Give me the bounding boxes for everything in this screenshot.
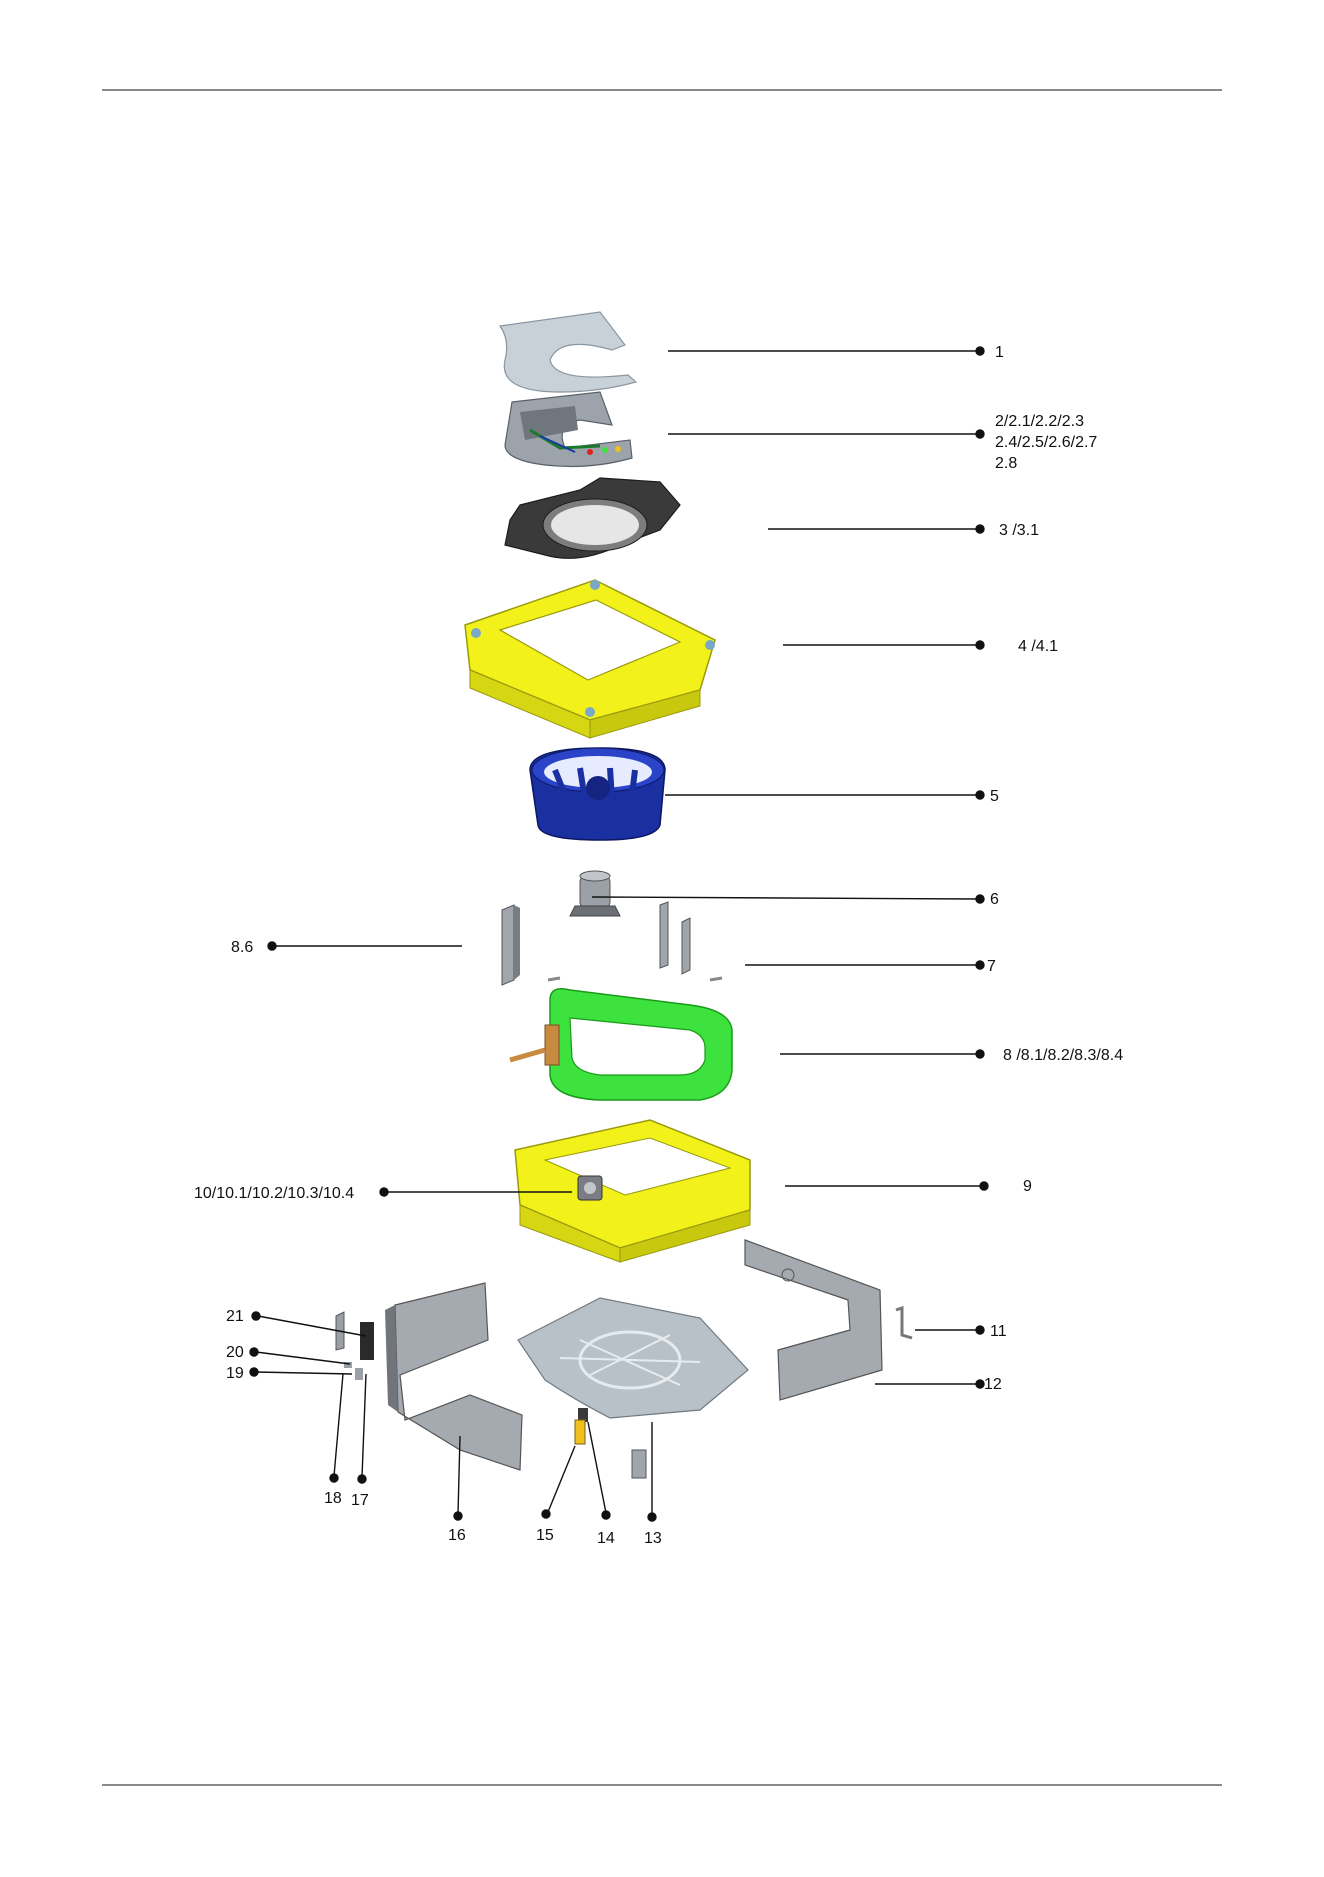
callout-2-line2: 2.4/2.5/2.6/2.7 [995, 434, 1097, 451]
part-8-heat-exchanger-coil [510, 989, 732, 1100]
callout-8: 8 /8.1/8.2/8.3/8.4 [1003, 1047, 1123, 1064]
callout-11: 11 [990, 1323, 1007, 1340]
part-6-fan-motor [570, 871, 620, 916]
part-5-fan-wheel [530, 748, 665, 840]
part-15-label-plate [575, 1420, 585, 1444]
part-21-display-board [336, 1312, 374, 1360]
part-1-cover-plate [500, 312, 636, 392]
part-12-side-panel [745, 1240, 882, 1400]
callout-8-6: 8.6 [231, 939, 253, 956]
callout-21: 21 [226, 1308, 244, 1325]
callout-7: 7 [987, 958, 996, 975]
callout-10: 10/10.1/10.2/10.3/10.4 [194, 1185, 354, 1202]
part-3-air-guide [505, 478, 680, 558]
callout-19: 19 [226, 1365, 244, 1382]
callout-9: 9 [1023, 1178, 1032, 1195]
callout-15: 15 [536, 1527, 554, 1544]
callout-1: 1 [995, 344, 1004, 361]
part-4-top-frame [465, 580, 715, 738]
part-16-side-panel [385, 1283, 522, 1470]
part-17-20-small-hardware [344, 1362, 363, 1380]
callout-2-line1: 2/2.1/2.2/2.3 [995, 413, 1084, 430]
callout-12: 12 [984, 1376, 1002, 1393]
part-2-control-box [505, 392, 632, 466]
part-10-drain-pump [578, 1176, 602, 1200]
callout-2-line3: 2.8 [995, 455, 1017, 472]
part-13-bottom-plate [518, 1298, 748, 1418]
callout-13: 13 [644, 1530, 662, 1547]
part-13-bracket [632, 1450, 646, 1478]
callout-4: 4 /4.1 [1018, 638, 1058, 655]
callout-16: 16 [448, 1527, 466, 1544]
callout-20: 20 [226, 1344, 244, 1361]
callout-14: 14 [597, 1530, 615, 1547]
callout-18: 18 [324, 1490, 342, 1507]
callout-17: 17 [351, 1492, 369, 1509]
part-9-drain-pan [515, 1120, 750, 1262]
callout-3: 3 /3.1 [999, 522, 1039, 539]
callout-5: 5 [990, 788, 999, 805]
callout-6: 6 [990, 891, 999, 908]
part-8-6-bracket [502, 905, 520, 985]
part-11-clip [896, 1308, 912, 1338]
